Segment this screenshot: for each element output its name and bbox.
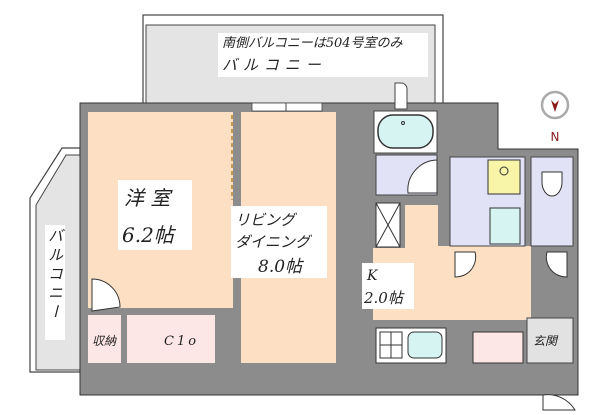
balcony-note: 南側バルコニーは504号室のみ [222,35,404,51]
closet-floor [127,315,215,363]
living-room-name-2: ダイニング [235,233,313,251]
balcony-left [29,147,81,373]
closet-label: C1o [164,334,199,349]
storage-floor [88,315,121,363]
sink-icon [407,331,443,359]
storage-label: 収納 [92,334,117,348]
entrance-floor [526,317,574,364]
kitchen-size: 2.0帖 [363,289,405,307]
living-room-name-1: リビング [235,211,298,229]
toilet-room [530,156,574,247]
compass-north-label: N [551,130,560,144]
western-room-size: 6.2帖 [122,223,177,247]
shoe-cabinet [472,331,524,364]
door-swing-icon [407,159,438,194]
balcony-top [142,14,444,106]
wash-basin-icon [489,207,521,245]
compass-icon [540,90,570,120]
kitchen-name: K [366,268,379,284]
entrance-label: 玄関 [533,334,559,348]
living-room-size: 8.0帖 [258,257,305,277]
toilet-icon [541,171,563,197]
bathtub-icon [377,114,434,149]
entry-door-icon [542,394,576,411]
western-room-name: 洋 室 [124,186,173,210]
door-storage-icon [91,278,121,312]
washer-pan-icon [487,159,521,195]
balcony-left-label: バルコニー [46,228,65,323]
balcony-top-label: バルコニー [222,56,327,74]
window [251,102,323,112]
